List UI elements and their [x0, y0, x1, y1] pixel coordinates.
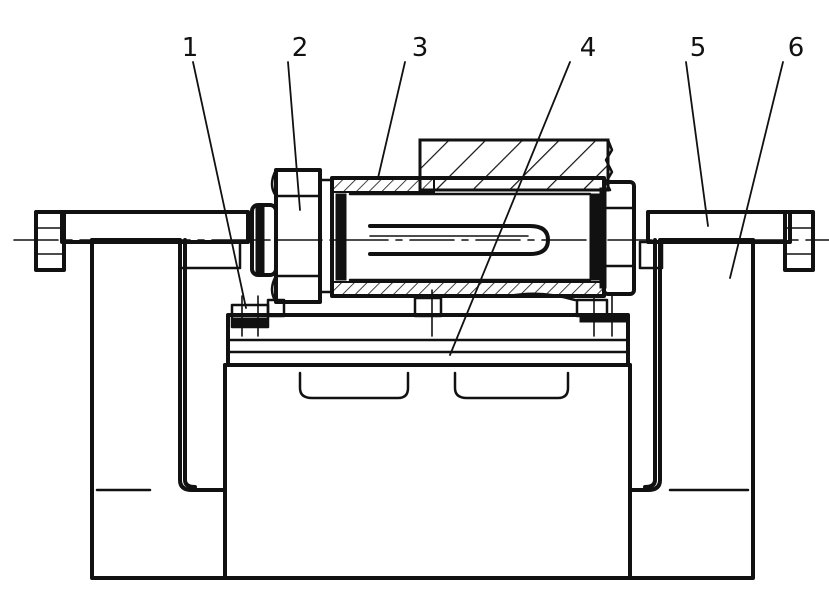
sleeve-cylinder	[330, 176, 606, 298]
hex-nut	[250, 168, 334, 304]
leader-4	[449, 61, 571, 356]
workpiece-section	[418, 138, 614, 302]
callout-labels: 1 2 3 4 5 6	[182, 33, 805, 63]
callout-3: 3	[412, 33, 429, 63]
right-end-nut	[599, 180, 636, 296]
callout-5: 5	[690, 33, 707, 63]
base-body	[223, 363, 632, 580]
leader-6	[729, 61, 784, 279]
callout-4: 4	[580, 33, 597, 63]
right-tie-rod	[638, 210, 815, 272]
left-support-bracket	[90, 238, 227, 580]
leader-1	[192, 61, 247, 309]
right-support-bracket	[628, 238, 755, 580]
leader-3	[377, 61, 406, 179]
leader-5	[685, 61, 709, 227]
leader-2	[287, 61, 301, 211]
left-tie-rod	[34, 210, 250, 272]
pressure-plate	[226, 296, 630, 367]
leader-lines	[192, 61, 784, 356]
callout-6: 6	[788, 33, 805, 63]
callout-2: 2	[292, 33, 309, 63]
callout-1: 1	[182, 33, 199, 63]
